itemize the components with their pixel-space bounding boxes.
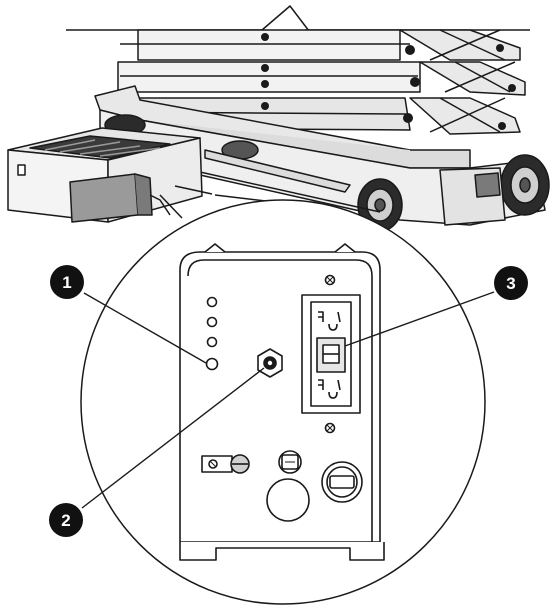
- leader-line-3: [344, 291, 495, 347]
- indicator-light-1: [206, 296, 218, 308]
- indicator-light-4: [205, 357, 219, 371]
- leader-line-left: [159, 194, 183, 219]
- leader-line-1: [83, 292, 207, 364]
- callout-3: 3: [494, 266, 528, 300]
- callout-number-3: 3: [506, 274, 515, 293]
- callout-1: 1: [50, 265, 84, 299]
- panel-knob: [266, 478, 310, 522]
- indicator-light-3: [206, 336, 218, 348]
- callout-number-2: 2: [61, 511, 70, 530]
- hex-fitting: [257, 348, 283, 378]
- callout-badge-2: [49, 503, 83, 537]
- callout-badge-3: [494, 266, 528, 300]
- scissor-lift-machine: [7, 5, 550, 232]
- leader-line-2: [81, 367, 265, 509]
- indicator-lights: [205, 296, 219, 371]
- callout-2: 2: [49, 503, 83, 537]
- scissor-stack: [111, 29, 526, 135]
- lower-connectors: [201, 450, 363, 522]
- panel-feet: [179, 542, 385, 561]
- callout-number-1: 1: [62, 273, 71, 292]
- callout-leaders: [81, 291, 495, 509]
- tray-control-box: [69, 173, 139, 223]
- gfci-outlet: [301, 274, 361, 434]
- indicator-light-2: [206, 316, 218, 328]
- callout-badge-1: [50, 265, 84, 299]
- control-panel: [179, 243, 385, 561]
- wheels: [104, 114, 550, 232]
- slide-out-tray: [7, 127, 213, 223]
